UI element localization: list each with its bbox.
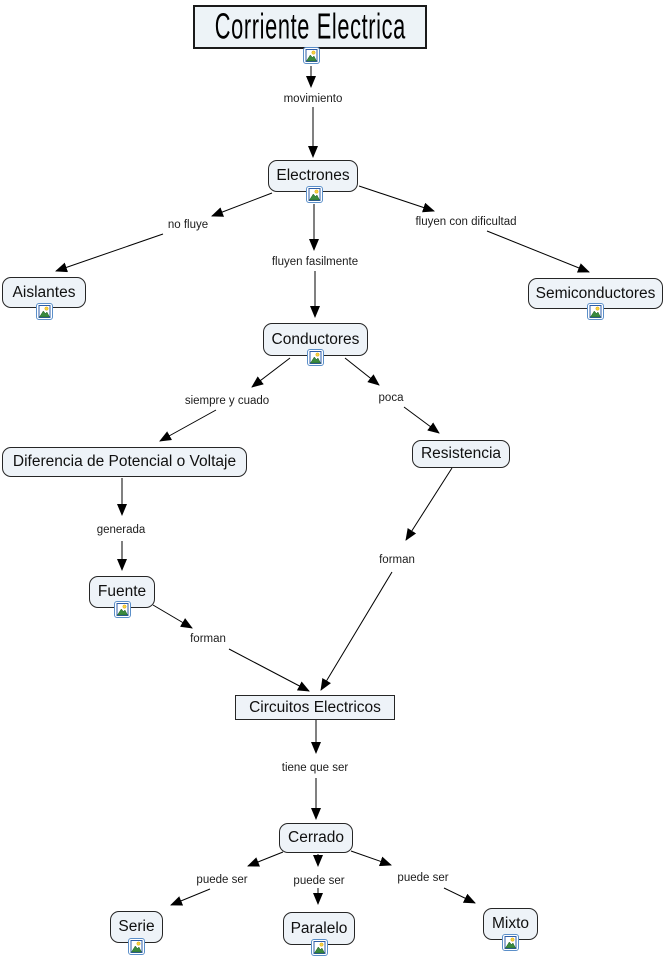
link-label-tiene-que-ser[interactable]: tiene que ser (281, 762, 349, 774)
link-label-no-fluye[interactable]: no fluye (167, 219, 209, 231)
node-label: Aislantes (12, 283, 76, 301)
link-label-siempre-y-cuado[interactable]: siempre y cuado (184, 395, 270, 407)
node-diferencia-de-potencial[interactable]: Diferencia de Potencial o Voltaje (2, 447, 247, 477)
node-cerrado[interactable]: Cerrado (279, 823, 353, 853)
image-resource-icon[interactable] (307, 349, 324, 366)
image-resource-icon[interactable] (128, 938, 145, 955)
node-serie[interactable]: Serie (110, 911, 163, 943)
link-label-puede-ser-centro[interactable]: puede ser (293, 875, 345, 887)
node-label: Circuitos Electricos (249, 698, 381, 716)
node-label: Semiconductores (535, 284, 656, 302)
link-label-generada[interactable]: generada (96, 524, 146, 536)
node-label: Fuente (97, 583, 147, 600)
node-label: Diferencia de Potencial o Voltaje (12, 453, 237, 470)
image-resource-icon[interactable] (587, 303, 604, 320)
image-resource-icon[interactable] (114, 601, 131, 618)
node-label: Cerrado (288, 829, 344, 846)
link-label-forman-izquierda[interactable]: forman (190, 633, 226, 645)
node-aislantes[interactable]: Aislantes (2, 277, 86, 308)
image-resource-icon[interactable] (311, 939, 328, 956)
node-label: Resistencia (420, 445, 502, 462)
image-resource-icon[interactable] (303, 47, 320, 64)
node-conductores[interactable]: Conductores (263, 323, 368, 356)
node-label: Electrones (276, 167, 350, 184)
link-label-forman-derecha[interactable]: forman (379, 554, 415, 566)
node-label: Paralelo (290, 919, 348, 937)
node-label: Conductores (271, 330, 360, 348)
node-corriente-electrica[interactable]: Corriente Electrica (193, 5, 427, 49)
image-resource-icon[interactable] (36, 303, 53, 320)
image-resource-icon[interactable] (306, 186, 323, 203)
link-label-puede-ser-izquierda[interactable]: puede ser (196, 874, 248, 886)
node-label: Corriente Electrica (214, 6, 406, 47)
node-circuitos-electricos[interactable]: Circuitos Electricos (235, 695, 395, 720)
link-label-fluyen-con-dificultad[interactable]: fluyen con dificultad (415, 216, 517, 228)
link-label-poca[interactable]: poca (378, 392, 404, 404)
link-label-puede-ser-derecha[interactable]: puede ser (397, 872, 449, 884)
node-resistencia[interactable]: Resistencia (412, 440, 510, 468)
link-label-movimiento[interactable]: movimiento (283, 93, 343, 105)
link-label-fluyen-fasilmente[interactable]: fluyen fasilmente (271, 256, 359, 268)
node-semiconductores[interactable]: Semiconductores (528, 278, 663, 309)
image-resource-icon[interactable] (502, 934, 519, 951)
node-label: Serie (118, 918, 155, 935)
node-label: Mixto (491, 915, 530, 932)
